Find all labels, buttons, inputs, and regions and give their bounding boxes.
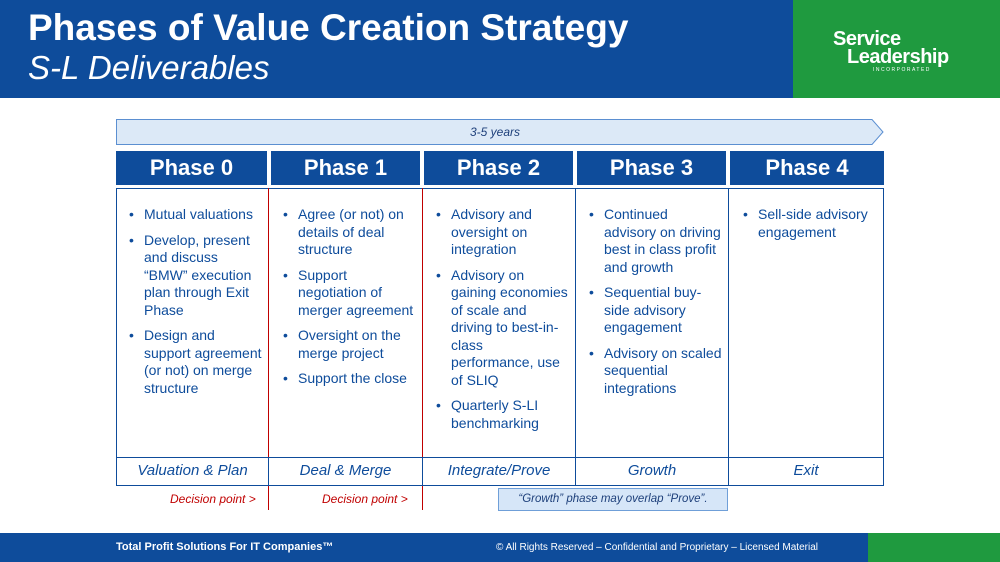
phase-0-header: Phase 0	[116, 151, 267, 185]
timeline-arrow	[116, 119, 884, 145]
list-item: •Advisory and oversight on integration	[436, 206, 532, 257]
footer-tagline: Total Profit Solutions For IT Companies™	[116, 541, 334, 553]
footer-copyright: © All Rights Reserved – Confidential and…	[496, 542, 818, 553]
list-item: •Continued advisory on driving best in c…	[589, 206, 721, 275]
company-logo: Service Leadership INCORPORATED	[793, 0, 1000, 98]
logo-text-incorporated: INCORPORATED	[873, 67, 931, 73]
phase-1-deliverables: •Agree (or not) on details of deal struc…	[278, 206, 416, 396]
list-item: •Support negotiation of merger agreement	[283, 266, 414, 318]
phase-0-deliverables: •Mutual valuations •Develop, present and…	[124, 206, 264, 405]
phase-divider-3	[575, 188, 576, 458]
footer-accent	[868, 533, 1000, 562]
list-item: •Develop, present and discuss “BMW” exec…	[129, 231, 252, 318]
list-item: •Oversight on the merge project	[283, 327, 401, 361]
list-item: •Agree (or not) on details of deal struc…	[283, 206, 404, 257]
phase-3-label: Growth	[575, 457, 729, 486]
page-subtitle: S-L Deliverables	[28, 49, 270, 86]
title-banner: Phases of Value Creation Strategy S-L De…	[0, 0, 793, 98]
overlap-note: “Growth” phase may overlap “Prove”.	[498, 488, 728, 511]
decision-divider-1	[268, 188, 269, 510]
phase-2-label: Integrate/Prove	[422, 457, 576, 486]
phase-3-deliverables: •Continued advisory on driving best in c…	[584, 206, 722, 405]
decision-point-2: Decision point >	[322, 492, 408, 506]
phase-1-header: Phase 1	[271, 151, 420, 185]
footer-bar	[0, 533, 868, 562]
phase-4-deliverables: •Sell-side advisory engagement	[738, 206, 880, 249]
phase-4-header: Phase 4	[730, 151, 884, 185]
phase-1-label: Deal & Merge	[268, 457, 423, 486]
decision-point-1: Decision point >	[170, 492, 256, 506]
phase-0-label: Valuation & Plan	[116, 457, 269, 486]
list-item: •Quarterly S-LI benchmarking	[436, 397, 539, 431]
list-item: •Mutual valuations	[129, 206, 253, 222]
phase-2-header: Phase 2	[424, 151, 573, 185]
phase-divider-4	[728, 188, 729, 458]
list-item: •Advisory on scaled sequential integrati…	[589, 344, 722, 396]
phase-2-deliverables: •Advisory and oversight on integration •…	[431, 206, 569, 440]
logo-text-leadership: Leadership	[847, 46, 949, 68]
list-item: •Support the close	[283, 370, 407, 386]
list-item: •Design and support agreement (or not) o…	[129, 327, 262, 396]
list-item: •Sequential buy-side advisory engagement	[589, 284, 702, 335]
page-title: Phases of Value Creation Strategy	[28, 7, 629, 48]
phase-4-label: Exit	[728, 457, 884, 486]
logo-text-service: Service	[833, 28, 901, 50]
list-item: •Sell-side advisory engagement	[743, 206, 868, 240]
timeline-duration-label: 3-5 years	[469, 125, 521, 139]
phase-3-header: Phase 3	[577, 151, 726, 185]
decision-divider-2	[422, 188, 423, 510]
list-item: •Advisory on gaining economies of scale …	[436, 266, 568, 388]
